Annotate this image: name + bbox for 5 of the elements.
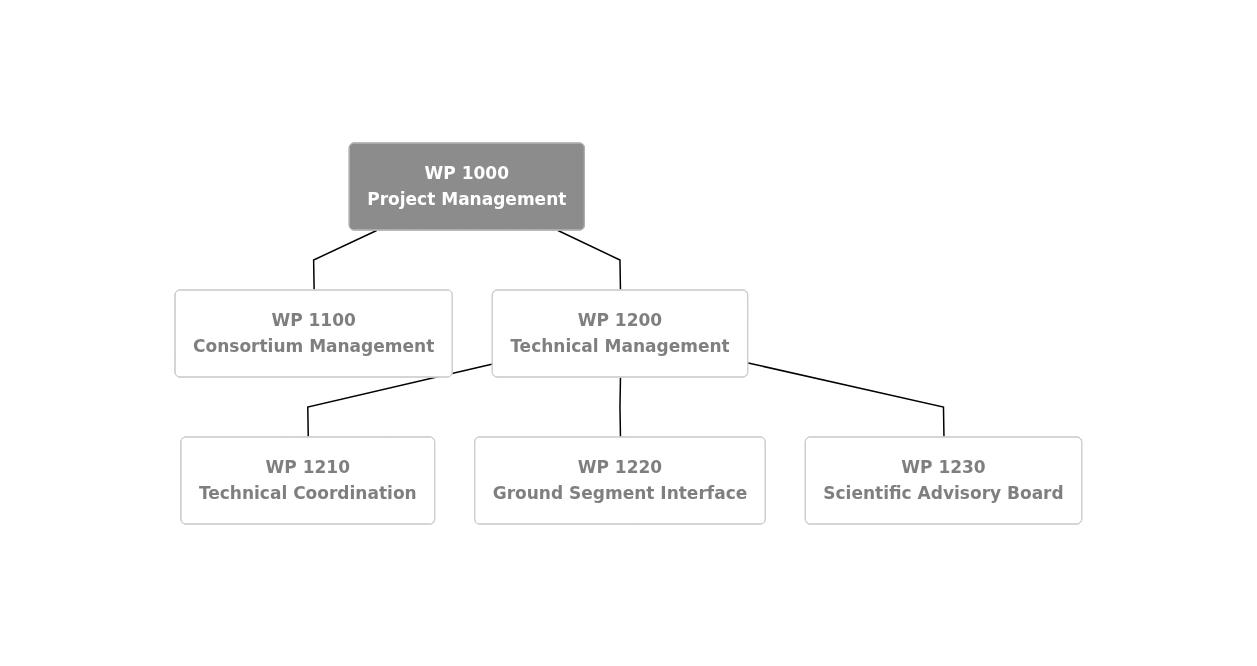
connector [313,229,378,291]
connector [557,229,622,291]
connector [747,361,945,438]
connector [619,376,622,438]
connector [307,362,494,438]
